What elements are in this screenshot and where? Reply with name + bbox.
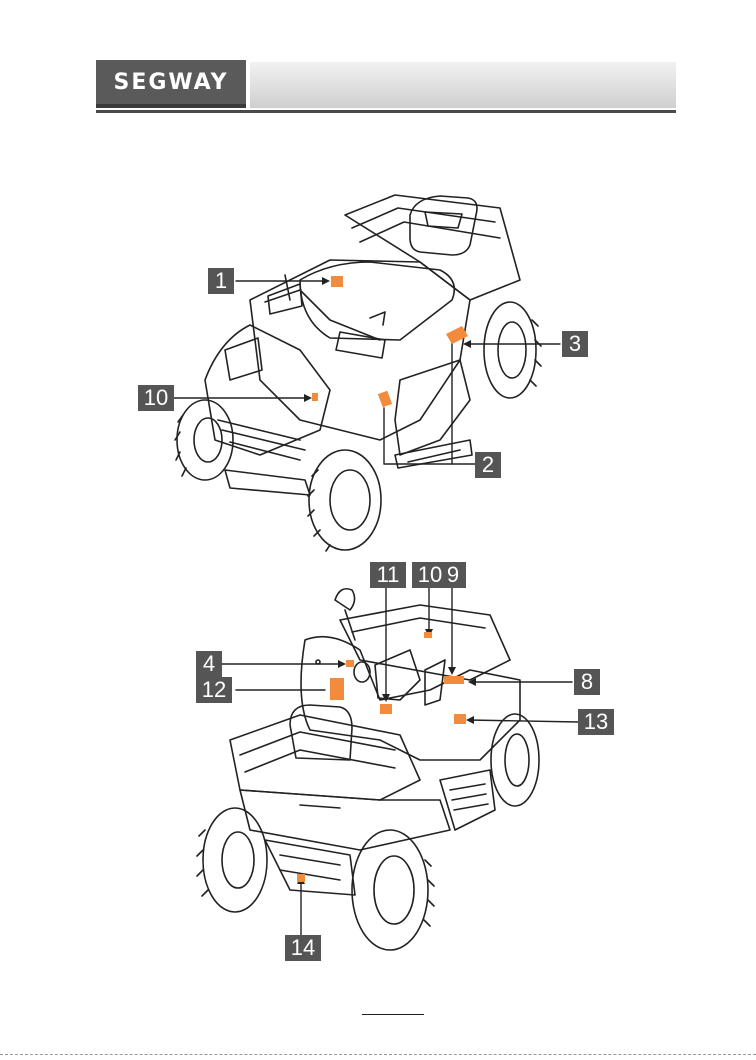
callout-8: 8 — [574, 669, 600, 695]
atv-rear-view — [197, 589, 539, 950]
label-marker-8-9 — [444, 676, 464, 684]
page-number-line — [362, 1014, 424, 1015]
label-marker-11 — [380, 704, 392, 714]
label-marker-10-top — [312, 393, 318, 401]
callout-12: 12 — [196, 677, 232, 703]
callout-3: 3 — [562, 331, 588, 357]
callout-14: 14 — [285, 935, 321, 961]
label-marker-14 — [297, 874, 305, 882]
callout-10-top: 10 — [138, 385, 174, 411]
atv-front-view — [175, 195, 541, 551]
label-marker-13 — [454, 714, 466, 724]
callout-4: 4 — [196, 651, 222, 677]
callout-1: 1 — [208, 268, 234, 294]
page-bottom-border — [0, 1054, 756, 1055]
callout-13: 13 — [578, 709, 614, 735]
callout-10-bottom: 10 — [412, 562, 448, 588]
callout-11: 11 — [370, 562, 406, 588]
callout-2: 2 — [475, 452, 501, 478]
label-marker-10-bottom — [424, 632, 432, 638]
label-marker-2 — [378, 391, 392, 408]
label-marker-12 — [330, 678, 344, 700]
label-marker-1 — [331, 276, 343, 287]
label-marker-4 — [346, 660, 354, 667]
